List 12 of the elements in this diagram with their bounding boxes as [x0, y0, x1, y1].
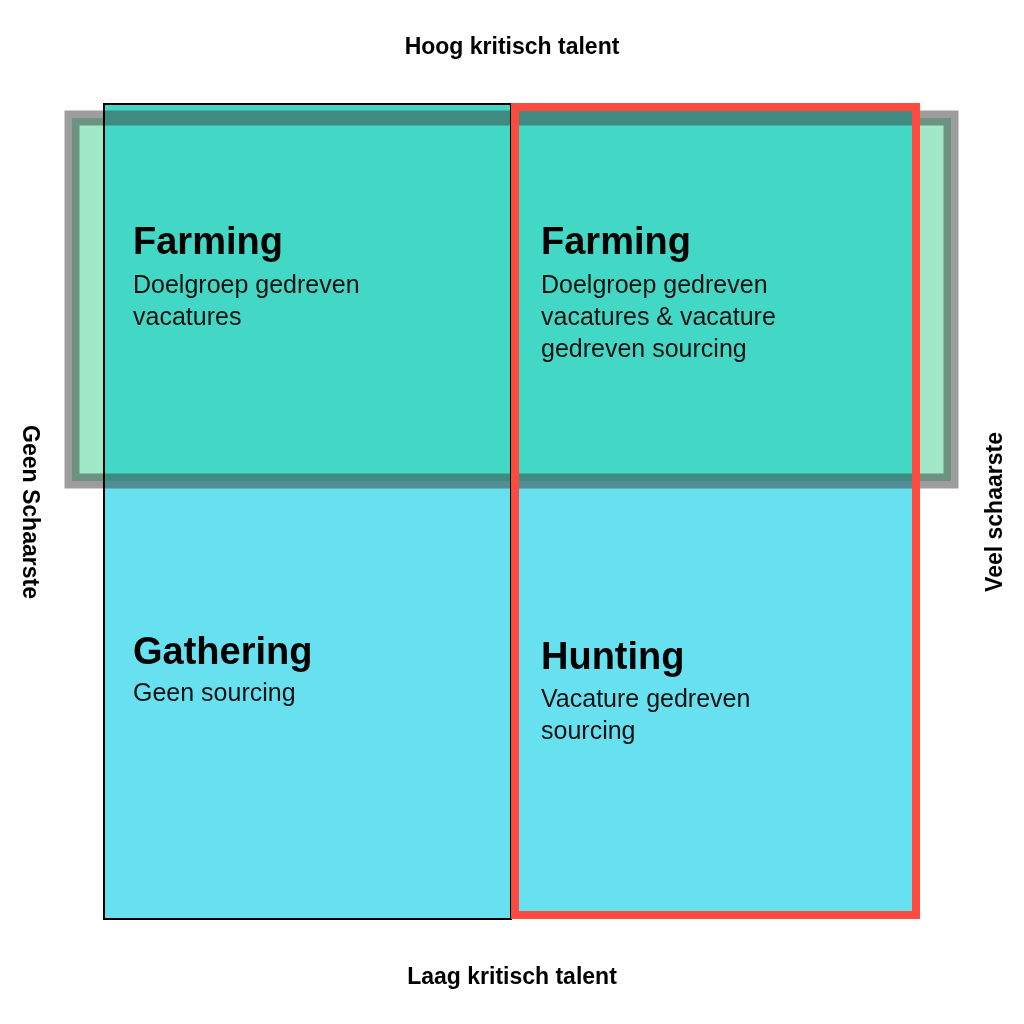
quadrant-description: Geen sourcing — [133, 677, 297, 708]
quadrant-title: Gathering — [133, 631, 313, 673]
axis-label: Veel schaarste — [980, 432, 1008, 592]
axis-label: Hoog kritisch talent — [404, 32, 620, 60]
quadrant-title: Farming — [541, 221, 691, 263]
axis-label: Laag kritisch talent — [407, 962, 617, 990]
quadrant-title: Hunting — [541, 636, 685, 678]
quadrant-title: Farming — [133, 221, 283, 263]
axis-label: Geen Schaarste — [16, 425, 44, 599]
quadrant-description: Doelgroep gedreven vacatures — [133, 269, 361, 332]
quadrant-description: Doelgroep gedreven vacatures & vacature gedreven sourcing — [541, 269, 777, 364]
quadrant-description: Vacature gedreven sourcing — [541, 683, 752, 746]
